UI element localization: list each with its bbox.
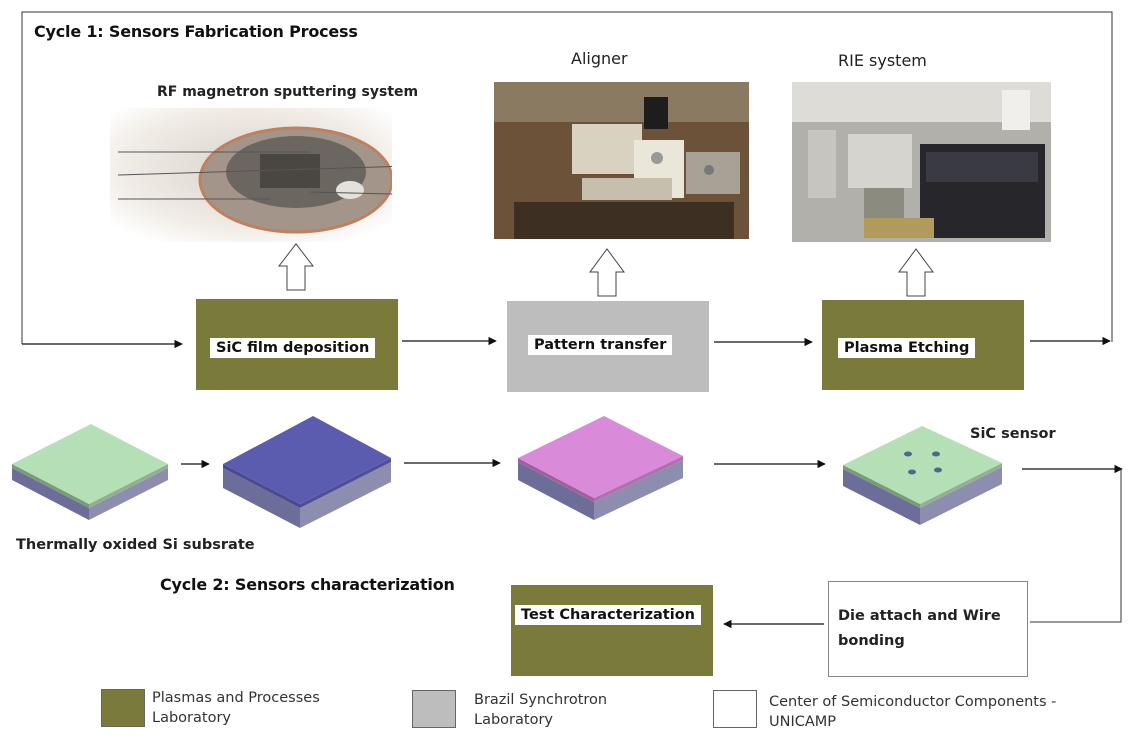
equipment-label-rie: RIE system xyxy=(838,51,927,70)
process-box-deposition: SiC film deposition xyxy=(196,299,398,390)
sputtering-system-photo xyxy=(110,108,392,242)
hollow-arrow-deposition xyxy=(277,243,315,291)
equipment-label-aligner: Aligner xyxy=(571,49,628,68)
hollow-arrow-pattern xyxy=(589,248,625,297)
equipment-label-sputtering: RF magnetron sputtering system xyxy=(157,84,419,100)
characterization-box-die-attach: Die attach and Wire bonding xyxy=(828,581,1028,677)
characterization-label-die-attach: Die attach and Wire bonding xyxy=(838,608,1001,649)
process-label-pattern: Pattern transfer xyxy=(528,335,673,355)
aligner-photo xyxy=(494,82,749,239)
hollow-arrow-etching xyxy=(898,248,934,297)
sensor-electrode-icon xyxy=(908,469,916,475)
legend-swatch-plasmas xyxy=(101,689,145,727)
tile-oxided-substrate xyxy=(12,424,168,520)
tile-sic-sensor xyxy=(843,426,1002,525)
rie-system-photo xyxy=(792,82,1051,242)
sensor-electrode-icon xyxy=(934,467,942,473)
process-box-pattern: Pattern transfer xyxy=(507,301,709,392)
cycle1-loop-line xyxy=(21,11,1113,344)
tile-patterned xyxy=(518,416,683,520)
sensor-electrode-icon xyxy=(932,451,940,457)
sensor-electrode-icon xyxy=(904,451,912,457)
cycle1-title: Cycle 1: Sensors Fabrication Process xyxy=(34,22,358,41)
cycle2-loop-line xyxy=(1030,469,1122,623)
legend-label-unicamp: Center of Semiconductor Components - UNI… xyxy=(769,694,1057,730)
characterization-box-test: Test Characterization xyxy=(511,585,713,676)
process-label-deposition: SiC film deposition xyxy=(210,338,376,358)
process-label-etching: Plasma Etching xyxy=(838,338,976,358)
legend-label-plasmas: Plasmas and Processes Laboratory xyxy=(152,690,320,726)
cycle2-title: Cycle 2: Sensors characterization xyxy=(160,575,455,594)
legend-swatch-synchrotron xyxy=(412,690,456,728)
characterization-label-test: Test Characterization xyxy=(515,605,701,625)
legend-swatch-unicamp xyxy=(713,690,757,728)
process-box-etching: Plasma Etching xyxy=(822,300,1024,390)
sensor-label: SiC sensor xyxy=(970,426,1056,442)
legend-label-synchrotron: Brazil Synchrotron Laboratory xyxy=(474,692,608,728)
tile-sic-film xyxy=(223,416,391,528)
substrate-label: Thermally oxided Si subsrate xyxy=(16,537,255,553)
